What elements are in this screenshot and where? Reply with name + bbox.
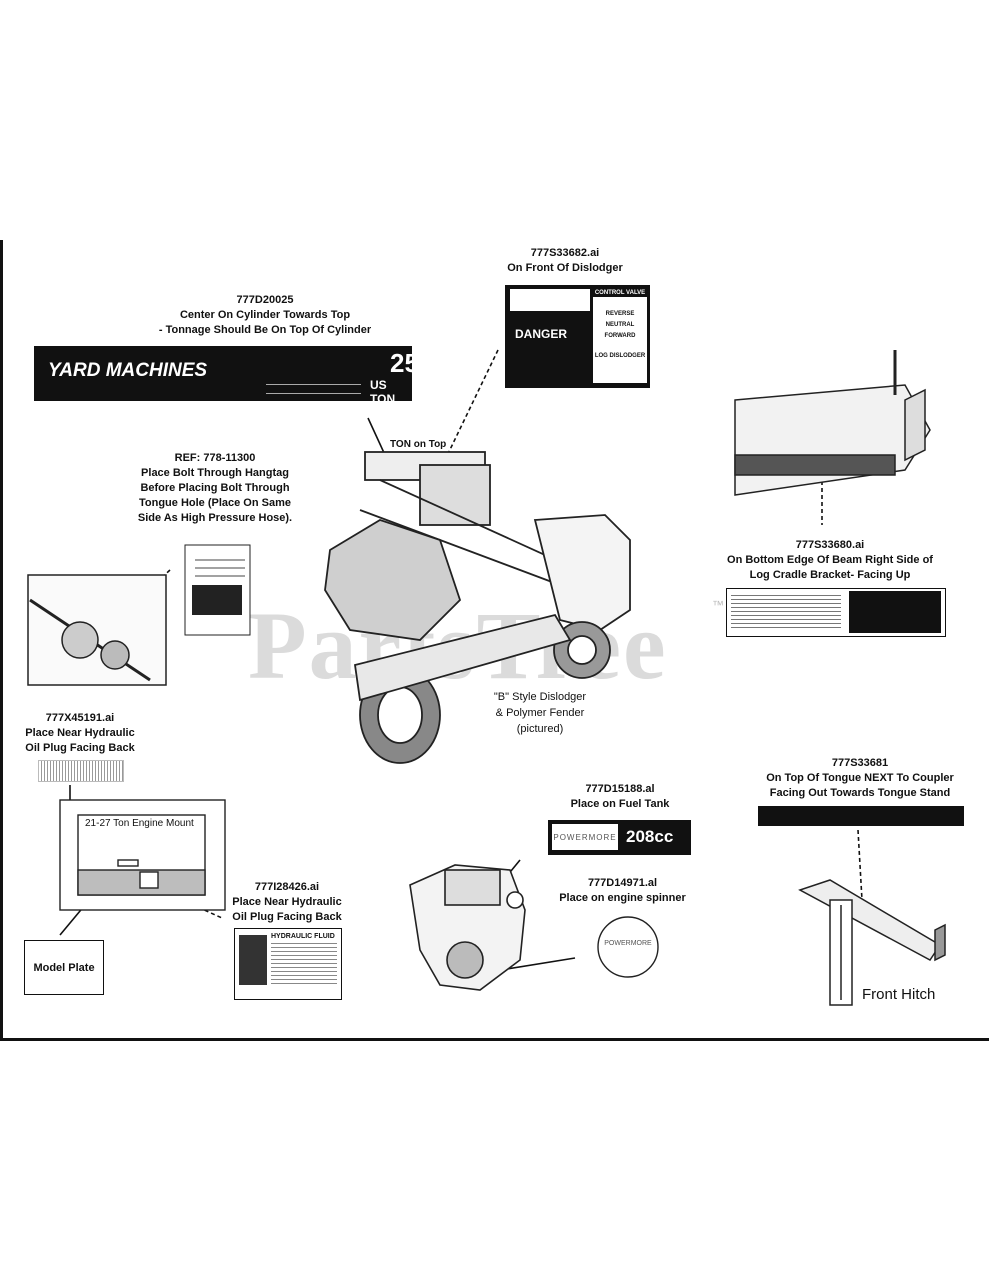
decal-fine-print xyxy=(266,384,361,394)
front-hitch-label: Front Hitch xyxy=(862,986,936,1003)
caption-line: Center On Cylinder Towards Top xyxy=(179,309,351,321)
beam-decal xyxy=(726,588,946,637)
part-number: REF: 778-11300 xyxy=(174,452,256,464)
log-splitter-drawing xyxy=(324,451,631,764)
caption-777D14971: 777D14971.al Place on engine spinner xyxy=(540,876,705,906)
tonnage-unit: US TON xyxy=(370,378,396,406)
caption-line: Facing Out Towards Tongue Stand xyxy=(769,787,951,799)
forward-label: FORWARD xyxy=(604,333,636,339)
caption-777X45191: 777X45191.ai Place Near Hydraulic Oil Pl… xyxy=(10,711,150,756)
spinner-decal-circle xyxy=(597,916,659,978)
part-number: 777S33682.ai xyxy=(530,247,600,259)
note-line: & Polymer Fender xyxy=(495,707,585,719)
caption-line: On Bottom Edge Of Beam Right Side of xyxy=(727,554,933,566)
caption-777S33682: 777S33682.ai On Front Of Dislodger xyxy=(475,246,655,276)
dislodger-note: "B" Style Dislodger & Polymer Fender (pi… xyxy=(470,689,610,737)
caption-line: Side As High Pressure Hose). xyxy=(137,512,293,524)
frame-left-line xyxy=(0,240,3,1040)
caption-778-11300: REF: 778-11300 Place Bolt Through Hangta… xyxy=(120,451,310,526)
part-number: 777D14971.al xyxy=(587,877,658,889)
leader-tongue-decal xyxy=(857,829,863,901)
danger-word: DANGER xyxy=(515,327,568,341)
hangtag-closeup xyxy=(27,574,167,686)
caption-line: Place on Fuel Tank xyxy=(570,798,670,810)
yard-machines-decal: YARD MACHINES 25 US TON xyxy=(34,346,419,406)
caption-line: On Top Of Tongue NEXT To Coupler xyxy=(766,772,954,784)
part-number: 777S33680.ai xyxy=(795,539,865,551)
caption-line: - Tonnage Should Be On Top Of Cylinder xyxy=(158,324,372,336)
leader-oil-plug-2 xyxy=(159,889,223,919)
spinner-decal-text: POWERMORE xyxy=(604,940,652,947)
ton-on-top-label: TON on Top xyxy=(390,439,447,450)
hangtag-tag xyxy=(184,544,251,636)
control-valve-title: CONTROL VALVE xyxy=(593,289,647,297)
caption-777S33681: 777S33681 On Top Of Tongue NEXT To Coupl… xyxy=(745,756,975,801)
powermore-decal: POWERMORE 208cc xyxy=(548,820,691,855)
part-number: 777S33681 xyxy=(831,757,889,769)
engine-drawing xyxy=(409,864,526,991)
engine-mount-drawing xyxy=(59,799,226,911)
danger-decal-header xyxy=(510,289,590,311)
oil-plug-decal-small xyxy=(38,760,124,782)
caption-777D20025: 777D20025 Center On Cylinder Towards Top… xyxy=(80,293,450,338)
hydraulic-fluid-title: HYDRAULIC FLUID xyxy=(271,933,335,940)
caption-line: On Front Of Dislodger xyxy=(507,262,623,274)
caption-line: Oil Plug Facing Back xyxy=(232,911,342,923)
beam-decal-left xyxy=(731,593,841,631)
fluid-reservoir-graphic xyxy=(239,935,267,985)
caption-line: Place Near Hydraulic xyxy=(25,727,135,739)
part-number: 777D15188.al xyxy=(585,783,655,795)
part-number: 777D20025 xyxy=(236,294,294,306)
beam-decal-right xyxy=(849,591,941,633)
tonnage-number: 25 xyxy=(390,348,419,378)
leader-yard-decal xyxy=(367,417,386,456)
caption-line: Before Placing Bolt Through xyxy=(140,482,290,494)
beam-closeup xyxy=(734,350,931,496)
caption-777I28426: 777I28426.ai Place Near Hydraulic Oil Pl… xyxy=(222,880,352,925)
control-valve-panel: CONTROL VALVE REVERSE NEUTRAL FORWARD LO… xyxy=(593,289,647,383)
caption-line: Place Near Hydraulic xyxy=(232,896,342,908)
watermark-tm: ™ xyxy=(712,598,724,612)
hydraulic-fluid-decal: HYDRAULIC FLUID xyxy=(234,928,342,1000)
caption-777S33680: 777S33680.ai On Bottom Edge Of Beam Righ… xyxy=(705,538,955,583)
caption-line: Oil Plug Facing Back xyxy=(25,742,135,754)
caption-777D15188: 777D15188.al Place on Fuel Tank xyxy=(540,782,700,812)
caption-line: Place Bolt Through Hangtag xyxy=(141,467,289,479)
caption-line: Place on engine spinner xyxy=(559,892,686,904)
note-line: (pictured) xyxy=(516,723,564,735)
note-line: "B" Style Dislodger xyxy=(493,691,587,703)
model-plate: Model Plate xyxy=(24,940,104,995)
powermore-brand-box: POWERMORE xyxy=(552,824,618,850)
hydraulic-fluid-text xyxy=(271,943,337,987)
engine-cc: 208cc xyxy=(626,827,674,846)
log-dislodger-label: LOG DISLODGER xyxy=(594,353,646,359)
powermore-brand: POWERMORE xyxy=(553,832,617,842)
part-number: 777I28426.ai xyxy=(254,881,320,893)
danger-decal: DANGER CONTROL VALVE REVERSE NEUTRAL FOR… xyxy=(505,285,650,388)
caption-line: Log Cradle Bracket- Facing Up xyxy=(749,569,911,581)
front-hitch-drawing xyxy=(798,879,946,1006)
neutral-label: NEUTRAL xyxy=(605,322,635,328)
leader-danger-decal xyxy=(444,349,499,461)
engine-mount-label: 21-27 Ton Engine Mount xyxy=(85,818,194,829)
tongue-decal xyxy=(758,806,964,826)
frame-bottom-line xyxy=(0,1038,989,1041)
yard-machines-brand: YARD MACHINES xyxy=(48,360,208,381)
caption-line: Tongue Hole (Place On Same xyxy=(139,497,291,509)
part-number: 777X45191.ai xyxy=(45,712,115,724)
reverse-label: REVERSE xyxy=(605,311,635,317)
